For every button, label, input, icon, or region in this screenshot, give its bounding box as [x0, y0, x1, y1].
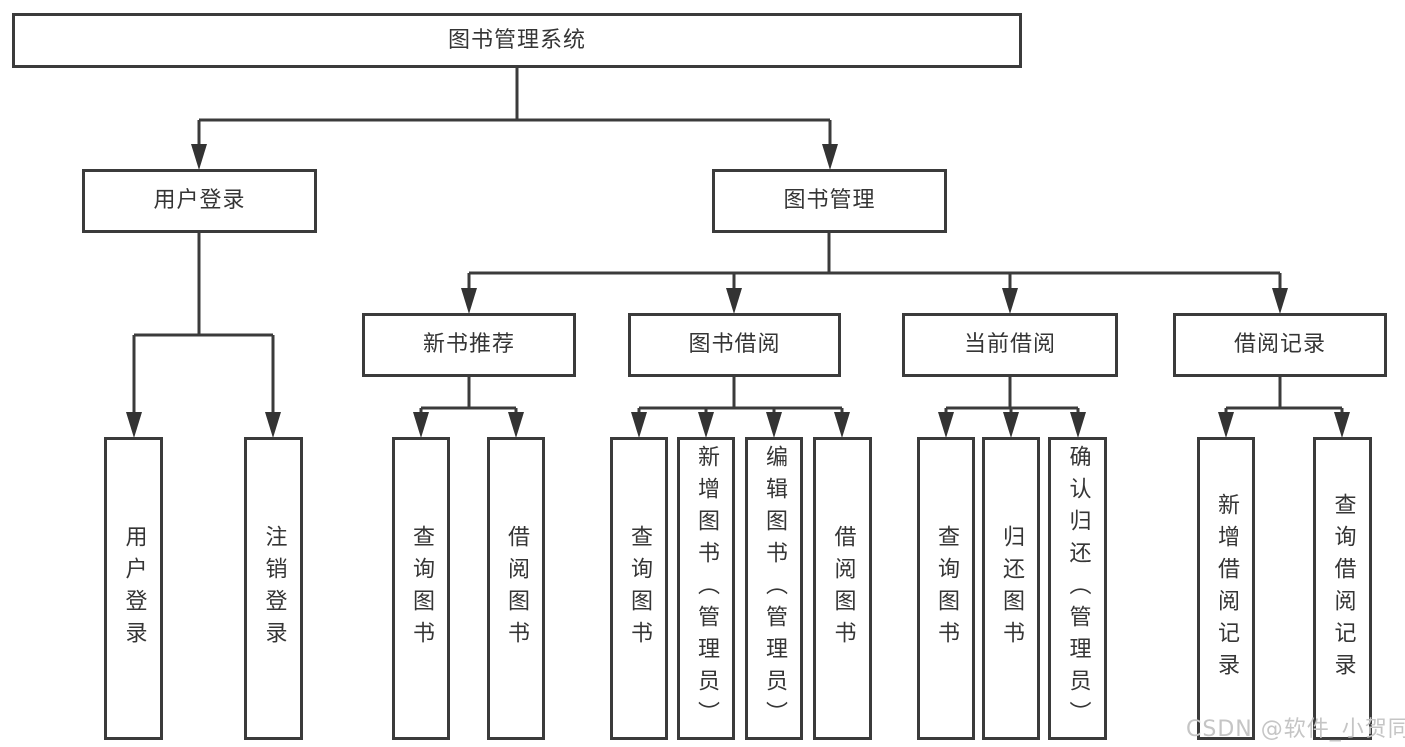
node-leaf-bb-add-books-admin: 新增图书（管理员） [677, 437, 735, 740]
node-leaf-label: 借阅图书 [830, 524, 856, 653]
arrowhead-to-leaf-login [126, 412, 142, 438]
arrowhead-to-new-book-rec [461, 288, 477, 314]
node-new-book-rec: 新书推荐 [362, 313, 576, 377]
arrowhead-to-current-borrow [1002, 288, 1018, 314]
connector-new-book-fan [413, 377, 524, 438]
connector-borrow-record-fan [1218, 377, 1350, 438]
arrowhead [1334, 412, 1350, 438]
arrowhead [1003, 412, 1019, 438]
connector-book-borrow-fan [631, 377, 850, 438]
connector-user-login-fan [126, 233, 281, 438]
node-leaf-cb-query-books: 查询图书 [917, 437, 975, 740]
arrowhead [413, 412, 429, 438]
connector-line [467, 233, 1282, 292]
connector-line [419, 377, 518, 416]
node-leaf-cb-return-books: 归还图书 [982, 437, 1040, 740]
node-leaf-label: 确认归还（管理员） [1065, 444, 1091, 733]
node-leaf-label: 新增图书（管理员） [694, 444, 719, 733]
arrowhead [631, 412, 647, 438]
connector-line [197, 68, 832, 148]
node-root: 图书管理系统 [12, 13, 1022, 68]
arrowhead-to-book-mgmt [822, 144, 838, 170]
node-leaf-label: 归还图书 [999, 524, 1024, 653]
node-book-mgmt: 图书管理 [712, 169, 947, 233]
connector-current-borrow-fan [938, 377, 1086, 438]
node-leaf-label: 查询借阅记录 [1330, 492, 1356, 685]
node-leaf-user-login: 用户登录 [104, 437, 163, 740]
node-user-login-label: 用户登录 [153, 188, 246, 213]
arrowhead [1070, 412, 1086, 438]
node-leaf-label: 编辑图书（管理员） [762, 444, 787, 733]
node-leaf-label: 注销登录 [261, 524, 287, 653]
node-leaf-label: 借阅图书 [504, 524, 529, 653]
node-current-borrow: 当前借阅 [902, 313, 1118, 377]
node-leaf-bb-edit-books-admin: 编辑图书（管理员） [745, 437, 803, 740]
node-borrow-record: 借阅记录 [1173, 313, 1387, 377]
node-leaf-label: 查询图书 [627, 524, 652, 653]
arrowhead [938, 412, 954, 438]
node-root-label: 图书管理系统 [447, 27, 586, 53]
node-leaf-bb-query-books: 查询图书 [610, 437, 668, 740]
arrowhead [766, 412, 782, 438]
arrowhead-to-leaf-logout [265, 412, 281, 438]
connector-line [132, 233, 275, 416]
arrowhead-to-book-borrow [726, 288, 742, 314]
node-leaf-label: 用户登录 [121, 524, 147, 653]
node-user-login: 用户登录 [82, 169, 317, 233]
node-current-borrow-label: 当前借阅 [963, 332, 1056, 357]
node-leaf-label: 新增借阅记录 [1214, 492, 1239, 685]
node-leaf-nbr-query-books: 查询图书 [392, 437, 450, 740]
node-borrow-record-label: 借阅记录 [1233, 332, 1326, 357]
node-leaf-br-query-record: 查询借阅记录 [1313, 437, 1372, 740]
node-leaf-label: 查询图书 [409, 524, 434, 653]
connector-root-fan [191, 68, 838, 170]
arrowhead [1218, 412, 1234, 438]
node-leaf-nbr-borrow-books: 借阅图书 [487, 437, 545, 740]
arrowhead [508, 412, 524, 438]
node-leaf-logout: 注销登录 [244, 437, 303, 740]
node-book-borrow-label: 图书借阅 [688, 332, 781, 357]
arrowhead [834, 412, 850, 438]
node-leaf-label: 查询图书 [934, 524, 959, 653]
node-new-book-rec-label: 新书推荐 [422, 332, 515, 357]
node-leaf-cb-confirm-return-admin: 确认归还（管理员） [1048, 437, 1107, 740]
connector-line [944, 377, 1080, 416]
connector-book-mgmt-fan [461, 233, 1288, 314]
node-leaf-bb-borrow-books: 借阅图书 [813, 437, 872, 740]
arrowhead [698, 412, 714, 438]
csdn-watermark: CSDN @软件_小贺同学 [1186, 717, 1405, 742]
node-book-mgmt-label: 图书管理 [783, 188, 876, 213]
arrowhead-to-user-login [191, 144, 207, 170]
node-leaf-br-add-record: 新增借阅记录 [1197, 437, 1255, 740]
connector-line [1224, 377, 1344, 416]
connector-line [637, 377, 844, 416]
node-book-borrow: 图书借阅 [628, 313, 841, 377]
arrowhead-to-borrow-record [1272, 288, 1288, 314]
